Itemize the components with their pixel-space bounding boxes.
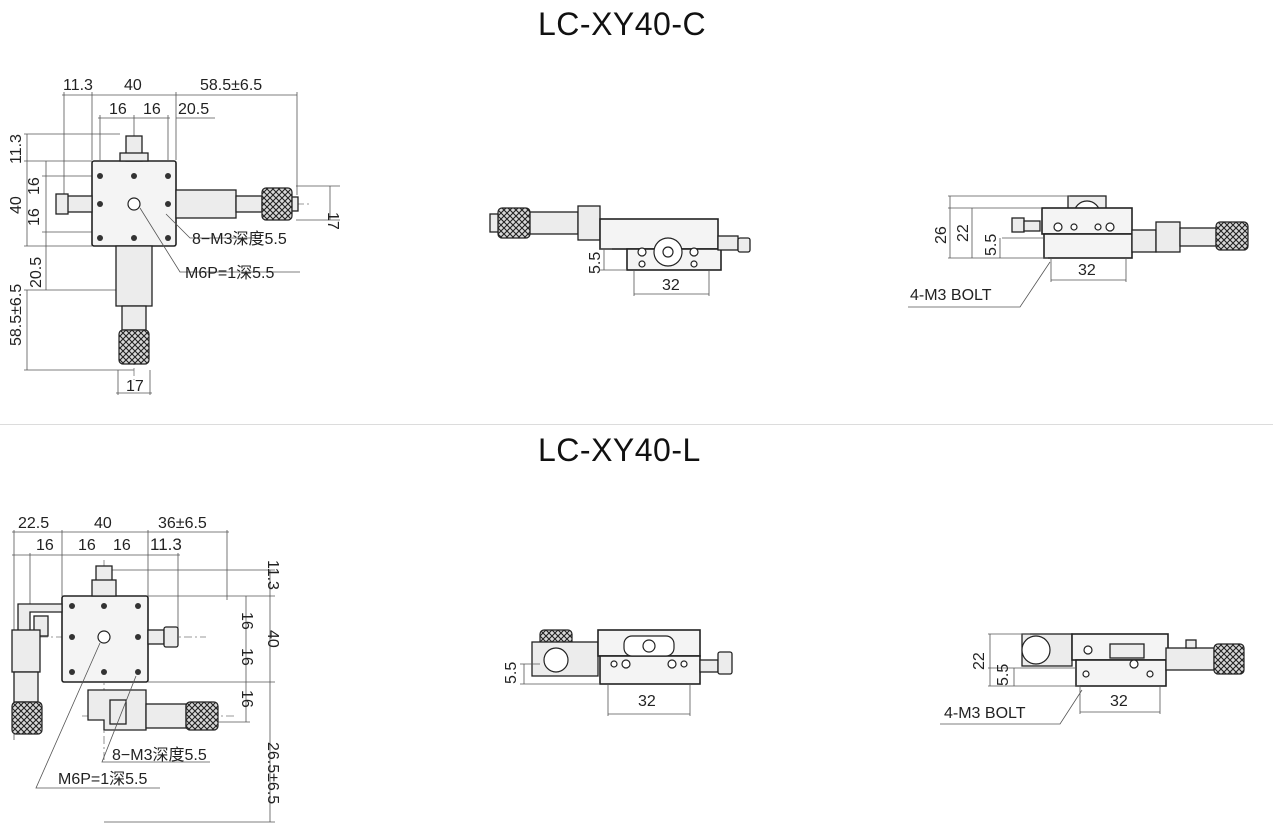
dim-label: 11.3 bbox=[8, 134, 25, 164]
dim-label: 16 bbox=[238, 648, 255, 666]
dim-label: 40 bbox=[8, 196, 25, 214]
dim-label: 26.5±6.5 bbox=[264, 742, 281, 804]
dim-label: 58.5±6.5 bbox=[8, 284, 25, 346]
dim-label: 16 bbox=[109, 101, 127, 118]
dim-label: 16 bbox=[238, 612, 255, 630]
title-lc-xy40-l: LC-XY40-L bbox=[538, 432, 701, 468]
dim-label: 16 bbox=[26, 208, 43, 226]
dim-label: 26 bbox=[933, 226, 950, 244]
c-front-view: 5.5 32 bbox=[489, 205, 751, 296]
dim-label: 5.5 bbox=[995, 664, 1012, 686]
dim-label: 32 bbox=[1078, 262, 1096, 279]
dim-label: 16 bbox=[143, 101, 161, 118]
section-divider bbox=[0, 424, 1273, 425]
l-side-view: 22 5.5 32 4-M3 BOLT bbox=[940, 633, 1245, 725]
dim-label: 16 bbox=[113, 537, 131, 554]
dim-label: 5.5 bbox=[587, 252, 604, 274]
title-lc-xy40-c: LC-XY40-C bbox=[538, 6, 707, 42]
dim-label: 40 bbox=[94, 515, 112, 532]
dim-label: 22 bbox=[955, 224, 972, 242]
c-plan-view bbox=[24, 92, 340, 395]
dim-label: 40 bbox=[124, 77, 142, 94]
dim-label: 11.3 bbox=[264, 560, 281, 590]
dim-label: 40 bbox=[264, 630, 281, 648]
dim-label: 32 bbox=[662, 277, 680, 294]
dim-label: 20.5 bbox=[178, 101, 209, 118]
dim-label: 11.3 bbox=[150, 535, 182, 554]
dim-label: 17 bbox=[324, 212, 341, 230]
dim-label: 5.5 bbox=[983, 234, 1000, 256]
dim-label: 16 bbox=[238, 690, 255, 708]
hole-callout-m6: M6P=1深5.5 bbox=[58, 770, 147, 788]
l-front-view: 5.5 32 bbox=[503, 629, 733, 716]
hole-callout-m3: 8−M3深度5.5 bbox=[112, 746, 207, 764]
dim-label: 16 bbox=[78, 537, 96, 554]
dim-label: 32 bbox=[638, 693, 656, 710]
dim-label: 16 bbox=[36, 537, 54, 554]
dim-label: 16 bbox=[26, 177, 43, 195]
dim-label: 32 bbox=[1110, 693, 1128, 710]
l-plan-labels: 22.5 40 36±6.5 16 16 16 11.3 11.3 16 40 … bbox=[18, 515, 281, 804]
bolt-callout: 4-M3 BOLT bbox=[910, 287, 992, 304]
dim-label: 36±6.5 bbox=[158, 515, 207, 532]
bolt-callout: 4-M3 BOLT bbox=[944, 705, 1026, 722]
dim-label: 22.5 bbox=[18, 515, 49, 532]
dim-label: 5.5 bbox=[503, 662, 520, 684]
dim-label: 11.3 bbox=[63, 77, 93, 94]
hole-callout-m6: M6P=1深5.5 bbox=[185, 264, 274, 282]
dim-label: 58.5±6.5 bbox=[200, 77, 262, 94]
dim-label: 17 bbox=[126, 378, 144, 395]
l-plan-view bbox=[11, 530, 275, 823]
dim-label: 20.5 bbox=[28, 257, 45, 288]
hole-callout-m3: 8−M3深度5.5 bbox=[192, 230, 287, 248]
c-plan-labels: 11.3 40 58.5±6.5 16 16 20.5 11.3 16 40 1… bbox=[8, 77, 341, 395]
c-side-view: 26 22 5.5 32 4-M3 BOLT bbox=[908, 195, 1249, 308]
dim-label: 22 bbox=[971, 652, 988, 670]
